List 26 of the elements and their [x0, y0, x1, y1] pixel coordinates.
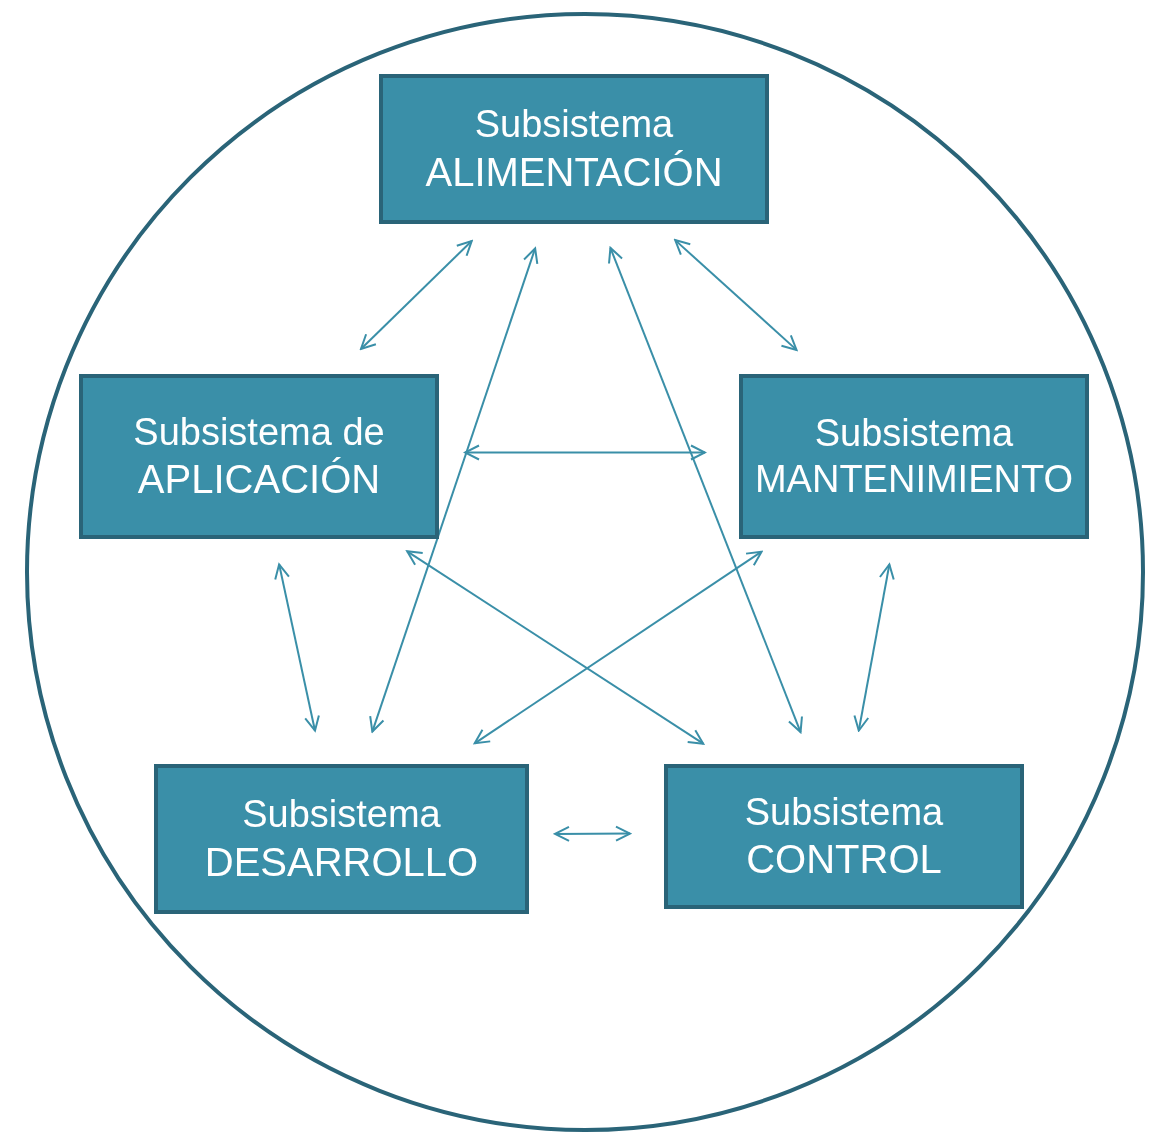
subsystem-name: APLICACIÓN: [137, 456, 381, 504]
double-arrow: [369, 247, 539, 733]
subsystem-name: DESARROLLO: [204, 838, 479, 886]
double-arrow: [473, 550, 763, 745]
subsystem-box: [379, 74, 769, 224]
subsystem-heading: Subsistema: [242, 792, 441, 838]
subsystem-box: [664, 764, 1024, 909]
subsystem-box: [79, 374, 439, 539]
subsystem-name: CONTROL: [746, 836, 942, 884]
subsystem-heading: Subsistema: [474, 102, 674, 148]
double-arrow: [608, 246, 803, 734]
subsystem-name: ALIMENTACIÓN: [425, 148, 723, 196]
double-arrow: [464, 444, 706, 461]
double-arrow: [406, 550, 705, 745]
double-arrow: [360, 239, 473, 351]
subsystem-name: MANTENIMIENTO: [754, 456, 1074, 502]
double-arrow: [554, 825, 631, 842]
subsystem-heading: Subsistema: [744, 789, 944, 835]
subsystem-heading: Subsistema: [814, 410, 1014, 456]
subsystem-box: [739, 374, 1089, 539]
double-arrow: [674, 239, 798, 351]
subsystem-box: [154, 764, 529, 914]
circle-outline: [25, 12, 1145, 1132]
double-arrow: [853, 563, 895, 732]
double-arrow: [274, 563, 320, 732]
subsystem-heading: Subsistema de: [133, 409, 385, 455]
